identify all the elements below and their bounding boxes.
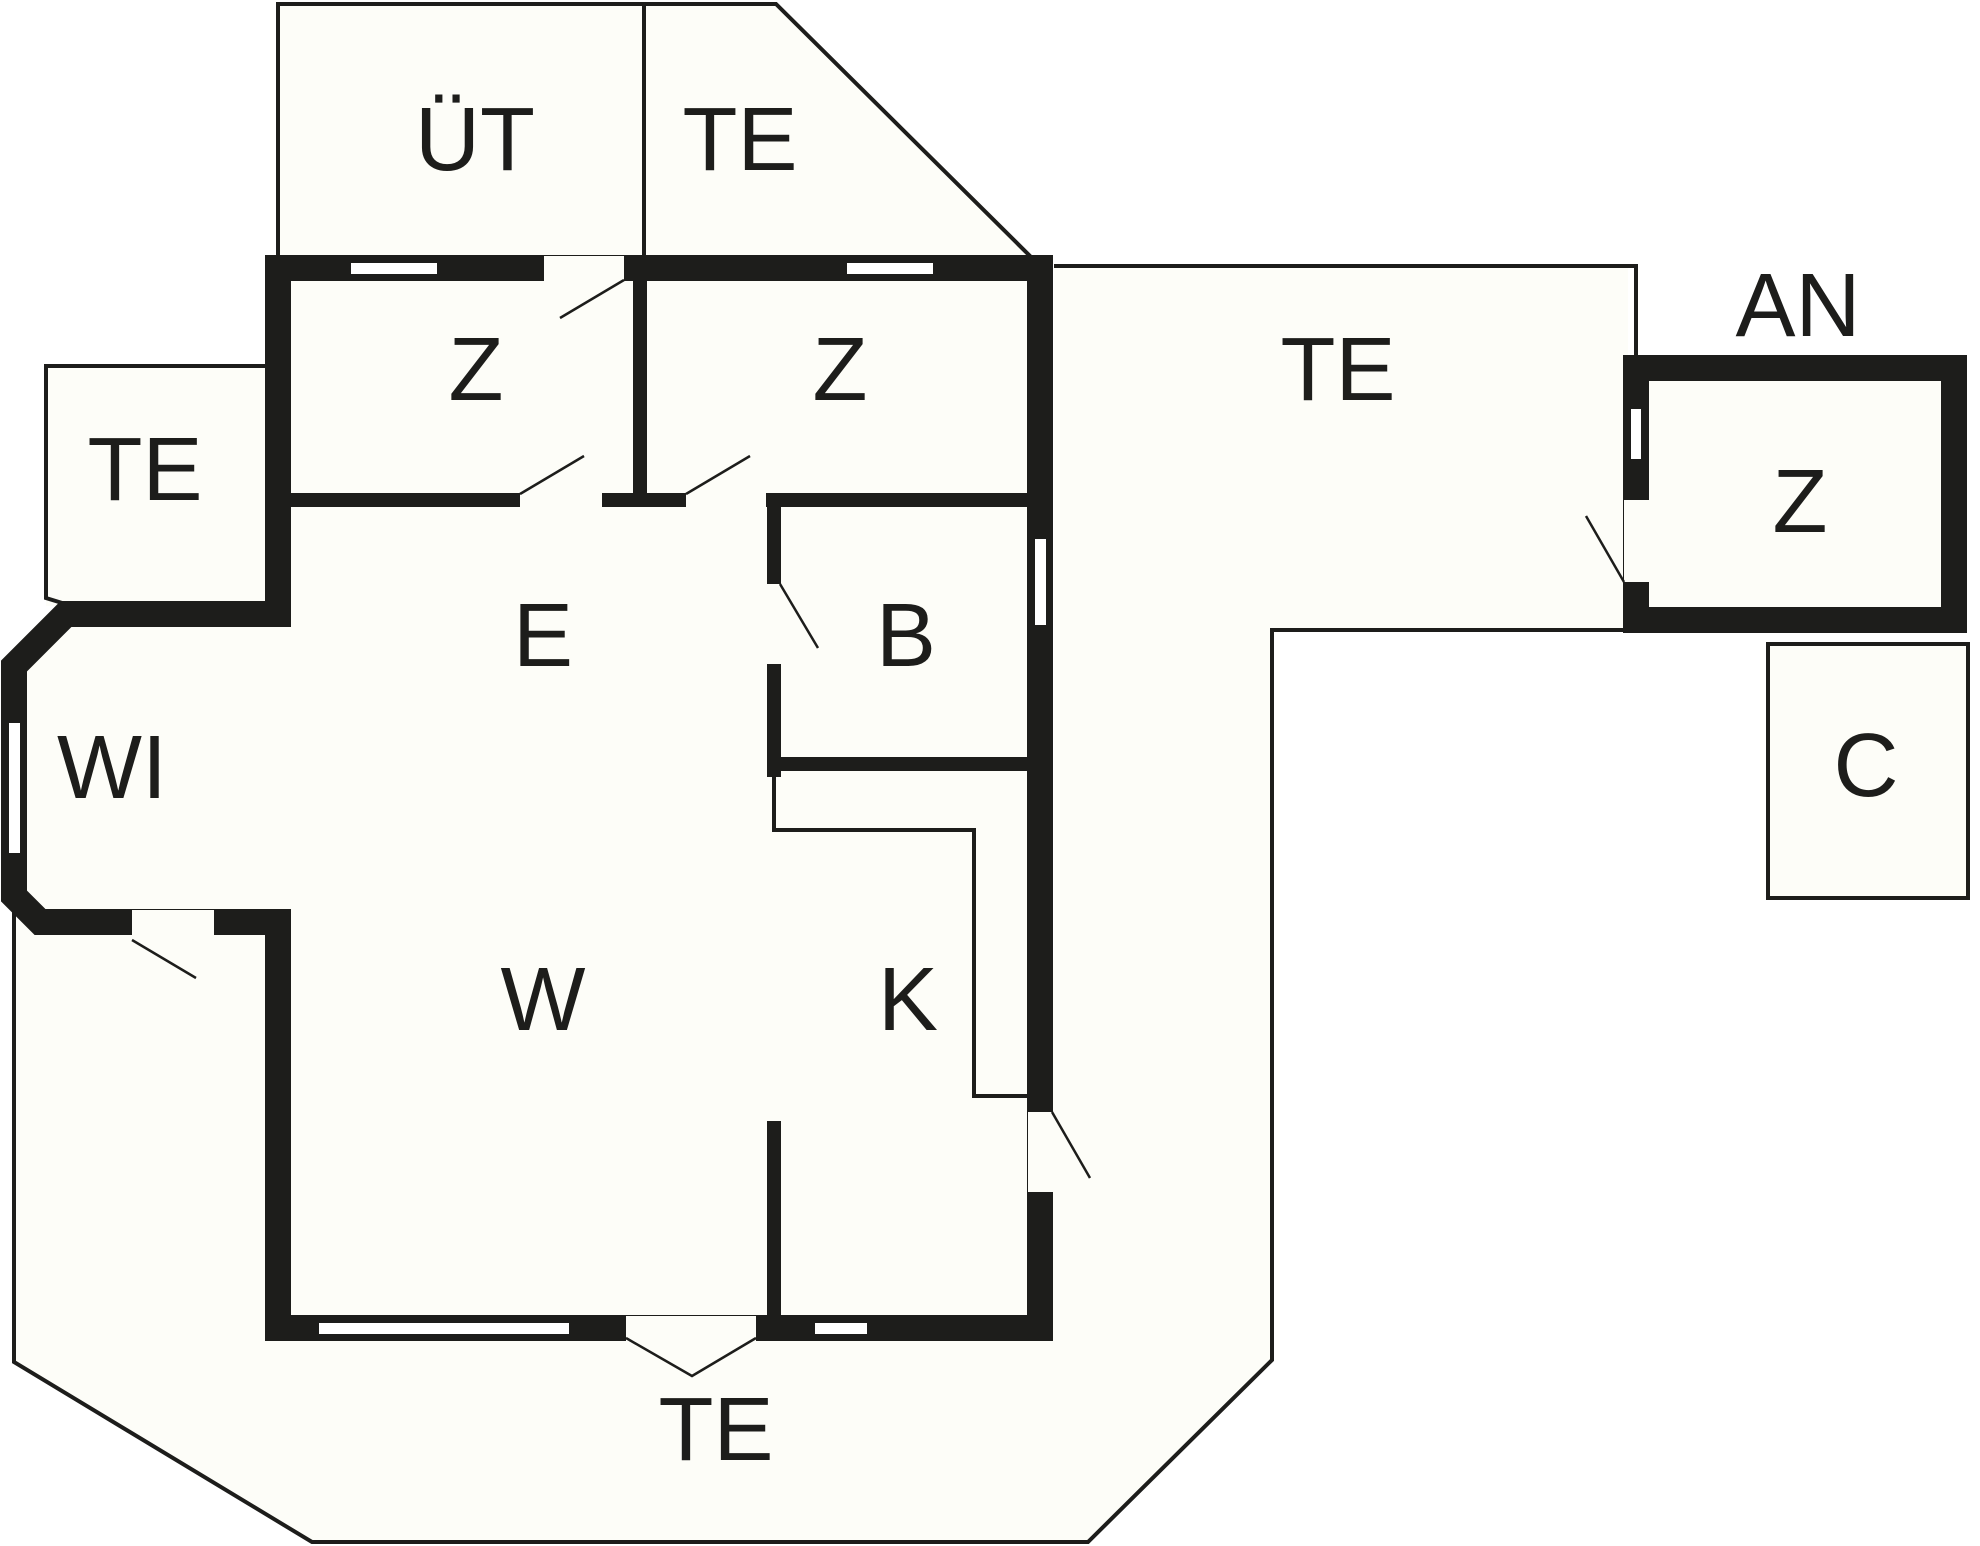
room-label-ut: ÜT [415, 90, 535, 190]
door-swing [559, 278, 625, 320]
room-label-living: W [501, 950, 586, 1050]
storage-outline [1766, 642, 1970, 900]
door-gap [1624, 500, 1650, 582]
room-label-kitchen: K [878, 950, 938, 1050]
left-terrace-outline [44, 364, 268, 608]
terrace-surround-floor [14, 266, 1628, 1542]
door-swing [625, 1336, 757, 1378]
door-openings [132, 256, 1650, 1342]
top-terrace-outline [276, 2, 1034, 260]
door-swing [131, 938, 197, 980]
door-gap [132, 910, 214, 936]
room-label-bedroom-2: Z [813, 320, 868, 420]
door-swing [1050, 1111, 1092, 1179]
door-gap [626, 1316, 756, 1342]
window [7, 721, 22, 855]
left-terrace-floor [46, 366, 268, 606]
house-floor [14, 270, 1040, 1326]
kitchen-counter [772, 770, 1028, 1098]
room-label-storage: C [1834, 716, 1899, 816]
window [317, 1321, 571, 1336]
door-swing [1584, 515, 1626, 583]
door-swing [519, 454, 585, 496]
room-label-annex: AN [1735, 256, 1860, 356]
room-label-winter-garden: WI [57, 718, 167, 818]
door-swing [778, 583, 820, 649]
room-label-bathroom: B [876, 586, 936, 686]
window [349, 261, 439, 276]
room-label-entrance: E [513, 586, 573, 686]
storage-floor [1768, 644, 1968, 898]
door-swing [685, 454, 751, 496]
door-swings [131, 278, 1626, 1378]
top-terrace-floor [278, 4, 1032, 258]
window [813, 1321, 869, 1336]
window [845, 261, 935, 276]
room-label-terrace-top: TE [682, 90, 797, 190]
annex-wall [1623, 355, 1967, 633]
annex-floor [1630, 364, 1958, 620]
room-label-terrace-bottom: TE [658, 1380, 773, 1480]
window [1629, 407, 1643, 461]
door-gap [544, 256, 624, 282]
windows [7, 261, 1643, 1336]
door-gap [767, 584, 781, 664]
door-gap [686, 493, 766, 507]
room-labels: ÜT TE TE Z Z TE AN Z E B WI C W K TE [57, 90, 1898, 1480]
floor-areas [14, 4, 1968, 1542]
room-label-annex-bedroom: Z [1773, 452, 1828, 552]
window [1033, 537, 1048, 627]
bottom-terrace-outline [12, 628, 1628, 1544]
right-terrace-outline [1054, 264, 1638, 358]
room-label-terrace-right: TE [1280, 320, 1395, 420]
door-gap [1028, 1112, 1054, 1192]
thin-walls [12, 2, 1970, 1544]
room-label-bedroom-1: Z [449, 320, 504, 420]
room-label-terrace-left: TE [87, 420, 202, 520]
door-gap [520, 493, 602, 507]
